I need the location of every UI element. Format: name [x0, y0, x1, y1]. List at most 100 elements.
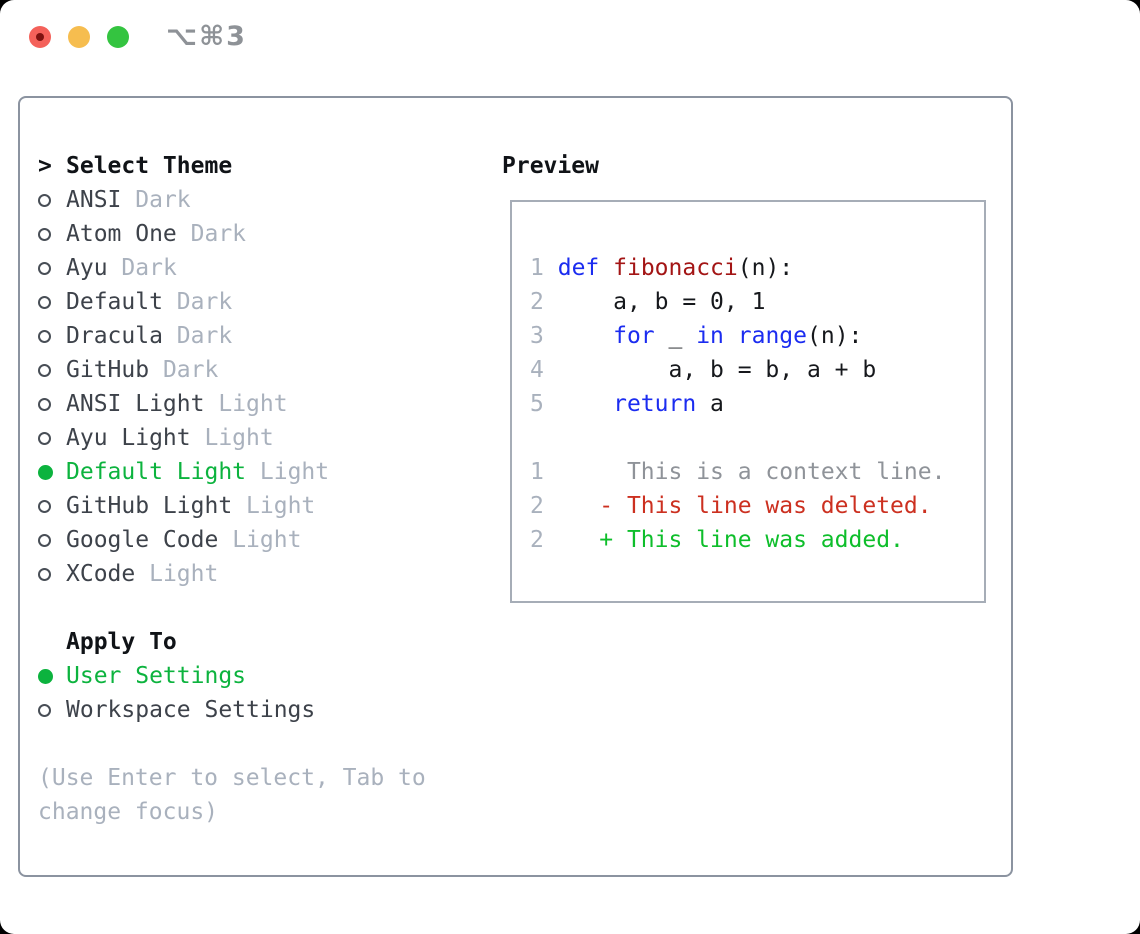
keyword-token: range	[737, 323, 808, 349]
unsaved-changes-dot-icon	[36, 33, 44, 41]
option-label: Default	[66, 289, 163, 315]
line-number: 4	[530, 357, 544, 383]
line-number: 5	[530, 391, 544, 417]
radio-icon	[38, 533, 66, 547]
radio-icon	[38, 499, 66, 513]
option-label: Workspace Settings	[66, 697, 316, 723]
code-line: 5 return a	[530, 387, 984, 421]
line-number: 2	[530, 289, 544, 315]
option-label: GitHub	[66, 357, 150, 383]
radio-icon	[38, 703, 66, 717]
code-token: (n):	[807, 323, 863, 349]
theme-option-atom-one[interactable]: Atom One Dark	[38, 217, 440, 251]
option-label: ANSI	[66, 187, 122, 213]
radio-icon	[38, 329, 66, 343]
variant-badge: Dark	[176, 289, 233, 315]
prompt-icon: >	[38, 153, 52, 179]
theme-option-xcode[interactable]: XCode Light	[38, 557, 440, 591]
radio-icon	[38, 261, 66, 275]
line-number: 1	[530, 459, 544, 485]
window-title: ⌥⌘3	[166, 21, 247, 52]
keyword-token: for	[613, 323, 655, 349]
variant-badge: Light	[149, 561, 219, 587]
theme-option-ansi[interactable]: ANSI Dark	[38, 183, 440, 217]
option-label: XCode	[66, 561, 136, 587]
preview-heading: Preview	[502, 153, 599, 179]
variant-badge: Dark	[121, 255, 177, 281]
code-token	[599, 255, 613, 281]
variant-badge: Light	[259, 459, 330, 485]
option-label: Dracula	[66, 323, 163, 349]
code-line: 3 for _ in range(n):	[530, 319, 984, 353]
close-button[interactable]	[29, 26, 51, 48]
radio-selected-icon	[38, 668, 66, 684]
code-token	[724, 323, 738, 349]
radio-icon	[38, 431, 66, 445]
variant-badge: Light	[232, 527, 302, 553]
minimize-button[interactable]	[68, 26, 90, 48]
apply-to-heading: Apply To	[66, 629, 177, 655]
code-token: a, b = b, a + b	[668, 357, 877, 383]
apply-to-heading-row: Apply To	[38, 625, 440, 659]
option-label: Ayu Light	[66, 425, 191, 451]
help-text: (Use Enter to select, Tab to change focu…	[38, 765, 426, 825]
option-label: GitHub Light	[66, 493, 233, 519]
theme-option-default[interactable]: Default Dark	[38, 285, 440, 319]
radio-selected-icon	[38, 464, 66, 480]
line-number: 3	[530, 323, 544, 349]
code-line: 1 def fibonacci(n):	[530, 251, 984, 285]
radio-icon	[38, 227, 66, 241]
code-line: 4 a, b = b, a + b	[530, 353, 984, 387]
keyword-token: def	[557, 255, 600, 281]
theme-option-google-code[interactable]: Google Code Light	[38, 523, 440, 557]
option-label: Default Light	[66, 459, 247, 485]
radio-icon	[38, 567, 66, 581]
variant-badge: Dark	[162, 357, 219, 383]
code-token: a, b = 0, 1	[613, 289, 766, 315]
radio-icon	[38, 363, 66, 377]
option-label: Google Code	[66, 527, 219, 553]
radio-icon	[38, 397, 66, 411]
traffic-lights	[29, 26, 129, 48]
keyword-token: in	[696, 323, 724, 349]
radio-icon	[38, 295, 66, 309]
diff-line-context: 1 This is a context line.	[530, 459, 946, 485]
option-label: ANSI Light	[66, 391, 205, 417]
theme-option-github-light[interactable]: GitHub Light Light	[38, 489, 440, 523]
apply-option-user-settings[interactable]: User Settings	[38, 659, 440, 693]
line-number: 1	[530, 255, 544, 281]
variant-badge: Dark	[176, 323, 233, 349]
radio-icon	[38, 193, 66, 207]
theme-option-ayu-light[interactable]: Ayu Light Light	[38, 421, 440, 455]
theme-option-default-light[interactable]: Default Light Light	[38, 455, 440, 489]
variant-badge: Light	[218, 391, 288, 417]
option-label: Atom One	[66, 221, 177, 247]
function-token: fibonacci	[613, 255, 738, 281]
theme-option-ansi-light[interactable]: ANSI Light Light	[38, 387, 440, 421]
option-label: Ayu	[66, 255, 108, 281]
variant-badge: Dark	[190, 221, 247, 247]
code-line: 2 a, b = 0, 1	[530, 285, 984, 319]
theme-option-dracula[interactable]: Dracula Dark	[38, 319, 440, 353]
theme-option-ayu[interactable]: Ayu Dark	[38, 251, 440, 285]
code-token: (n):	[737, 255, 794, 281]
select-theme-heading: Select Theme	[66, 153, 233, 179]
diff-line-added: 2 + This line was added.	[530, 527, 904, 553]
keyword-token: return	[613, 391, 697, 417]
code-token: a	[696, 391, 724, 417]
zoom-button[interactable]	[107, 26, 129, 48]
apply-option-workspace-settings[interactable]: Workspace Settings	[38, 693, 440, 727]
select-theme-heading-row: > Select Theme	[38, 149, 440, 183]
option-label: User Settings	[66, 663, 247, 689]
variant-badge: Dark	[135, 187, 191, 213]
theme-option-github[interactable]: GitHub Dark	[38, 353, 440, 387]
code-token: _	[654, 323, 697, 349]
variant-badge: Light	[204, 425, 274, 451]
diff-line-deleted: 2 - This line was deleted.	[530, 493, 932, 519]
